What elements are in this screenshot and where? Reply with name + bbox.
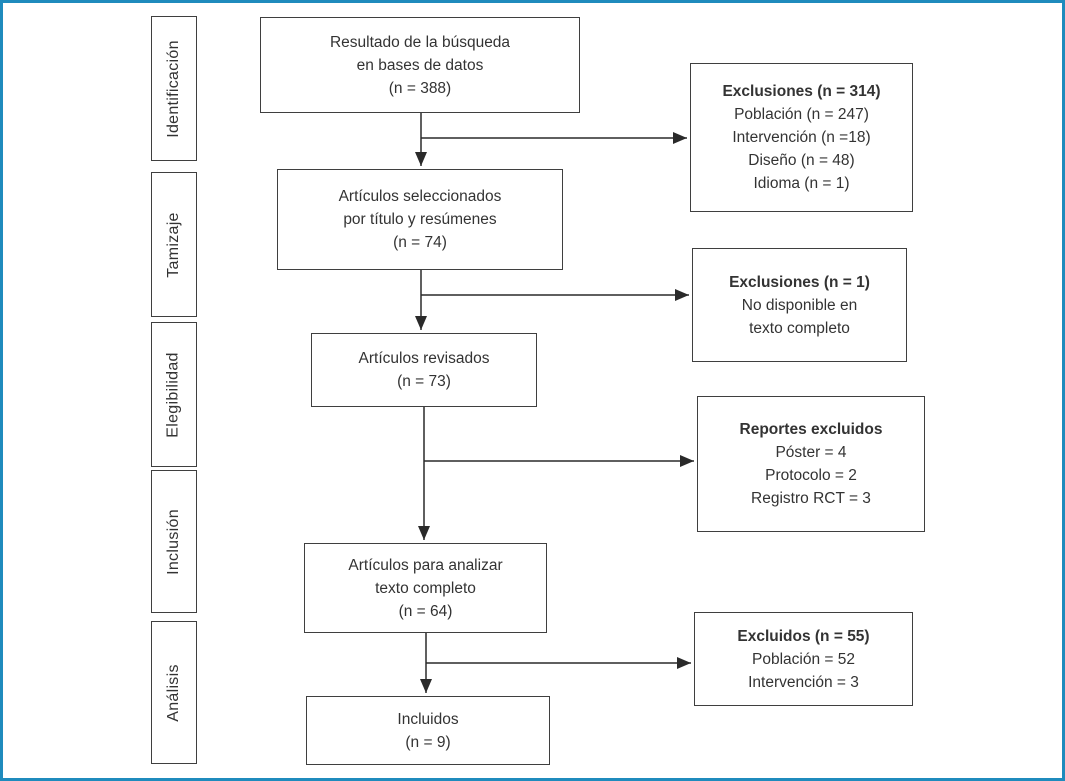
stage-label: Tamizaje <box>165 211 183 278</box>
stage-box-identificacion: Identificación <box>151 16 197 161</box>
text-line: Artículos para analizar <box>348 556 503 574</box>
text-line: texto completo <box>375 579 476 597</box>
text-line: No disponible en <box>741 296 858 314</box>
flow-box-reviewed-articles: Artículos revisados (n = 73) <box>311 333 537 407</box>
flow-box-full-text-analysis: Artículos para analizar texto completo (… <box>304 543 547 633</box>
text-line: Diseño (n = 48) <box>748 152 855 169</box>
text-line: (n = 64) <box>398 602 453 620</box>
stage-box-elegibilidad: Elegibilidad <box>151 322 197 467</box>
exclusion-title: Reportes excluidos <box>739 421 883 438</box>
text-line: (n = 388) <box>388 79 452 97</box>
stage-box-analisis: Análisis <box>151 621 197 764</box>
stage-label: Inclusión <box>165 508 183 575</box>
text-line: (n = 73) <box>397 373 451 390</box>
text-line: en bases de datos <box>356 56 484 74</box>
text-line: Idioma (n = 1) <box>753 175 850 192</box>
stage-label: Elegibilidad <box>165 351 182 438</box>
text-line: Registro RCT = 3 <box>751 490 871 507</box>
text-line: Póster = 4 <box>775 444 847 461</box>
exclusion-title: Exclusiones (n = 1) <box>729 273 870 291</box>
stage-box-inclusion: Inclusión <box>151 470 197 613</box>
exclusion-title: Exclusiones (n = 314) <box>722 83 881 100</box>
flow-box-database-search: Resultado de la búsqueda en bases de dat… <box>260 17 580 113</box>
exclusion-box-identification: Exclusiones (n = 314) Población (n = 247… <box>690 63 913 212</box>
stage-label: Análisis <box>165 663 183 722</box>
text-line: (n = 74) <box>393 234 447 251</box>
text-line: Población = 52 <box>752 650 855 668</box>
text-line: Protocolo = 2 <box>765 467 857 484</box>
text-line: Intervención (n =18) <box>732 129 871 146</box>
exclusion-title: Excluidos (n = 55) <box>737 627 870 645</box>
text-line: Resultado de la búsqueda <box>329 33 511 51</box>
exclusion-box-full-text-availability: Exclusiones (n = 1) No disponible en tex… <box>692 248 907 362</box>
text-line: por título y resúmenes <box>343 211 497 228</box>
text-line: Población (n = 247) <box>734 106 869 123</box>
stage-box-tamizaje: Tamizaje <box>151 172 197 317</box>
flow-box-title-abstract-selection: Artículos seleccionados por título y res… <box>277 169 563 270</box>
flow-box-included: Incluidos (n = 9) <box>306 696 550 765</box>
text-line: Intervención = 3 <box>748 673 859 691</box>
exclusion-box-analysis: Excluidos (n = 55) Población = 52 Interv… <box>694 612 913 706</box>
text-line: Artículos revisados <box>358 350 490 367</box>
stage-label: Identificación <box>165 39 182 138</box>
text-line: Incluidos <box>397 710 459 728</box>
text-line: Artículos seleccionados <box>338 188 502 205</box>
text-line: (n = 9) <box>405 733 451 751</box>
text-line: texto completo <box>749 319 850 337</box>
exclusion-box-excluded-reports: Reportes excluidos Póster = 4 Protocolo … <box>697 396 925 532</box>
